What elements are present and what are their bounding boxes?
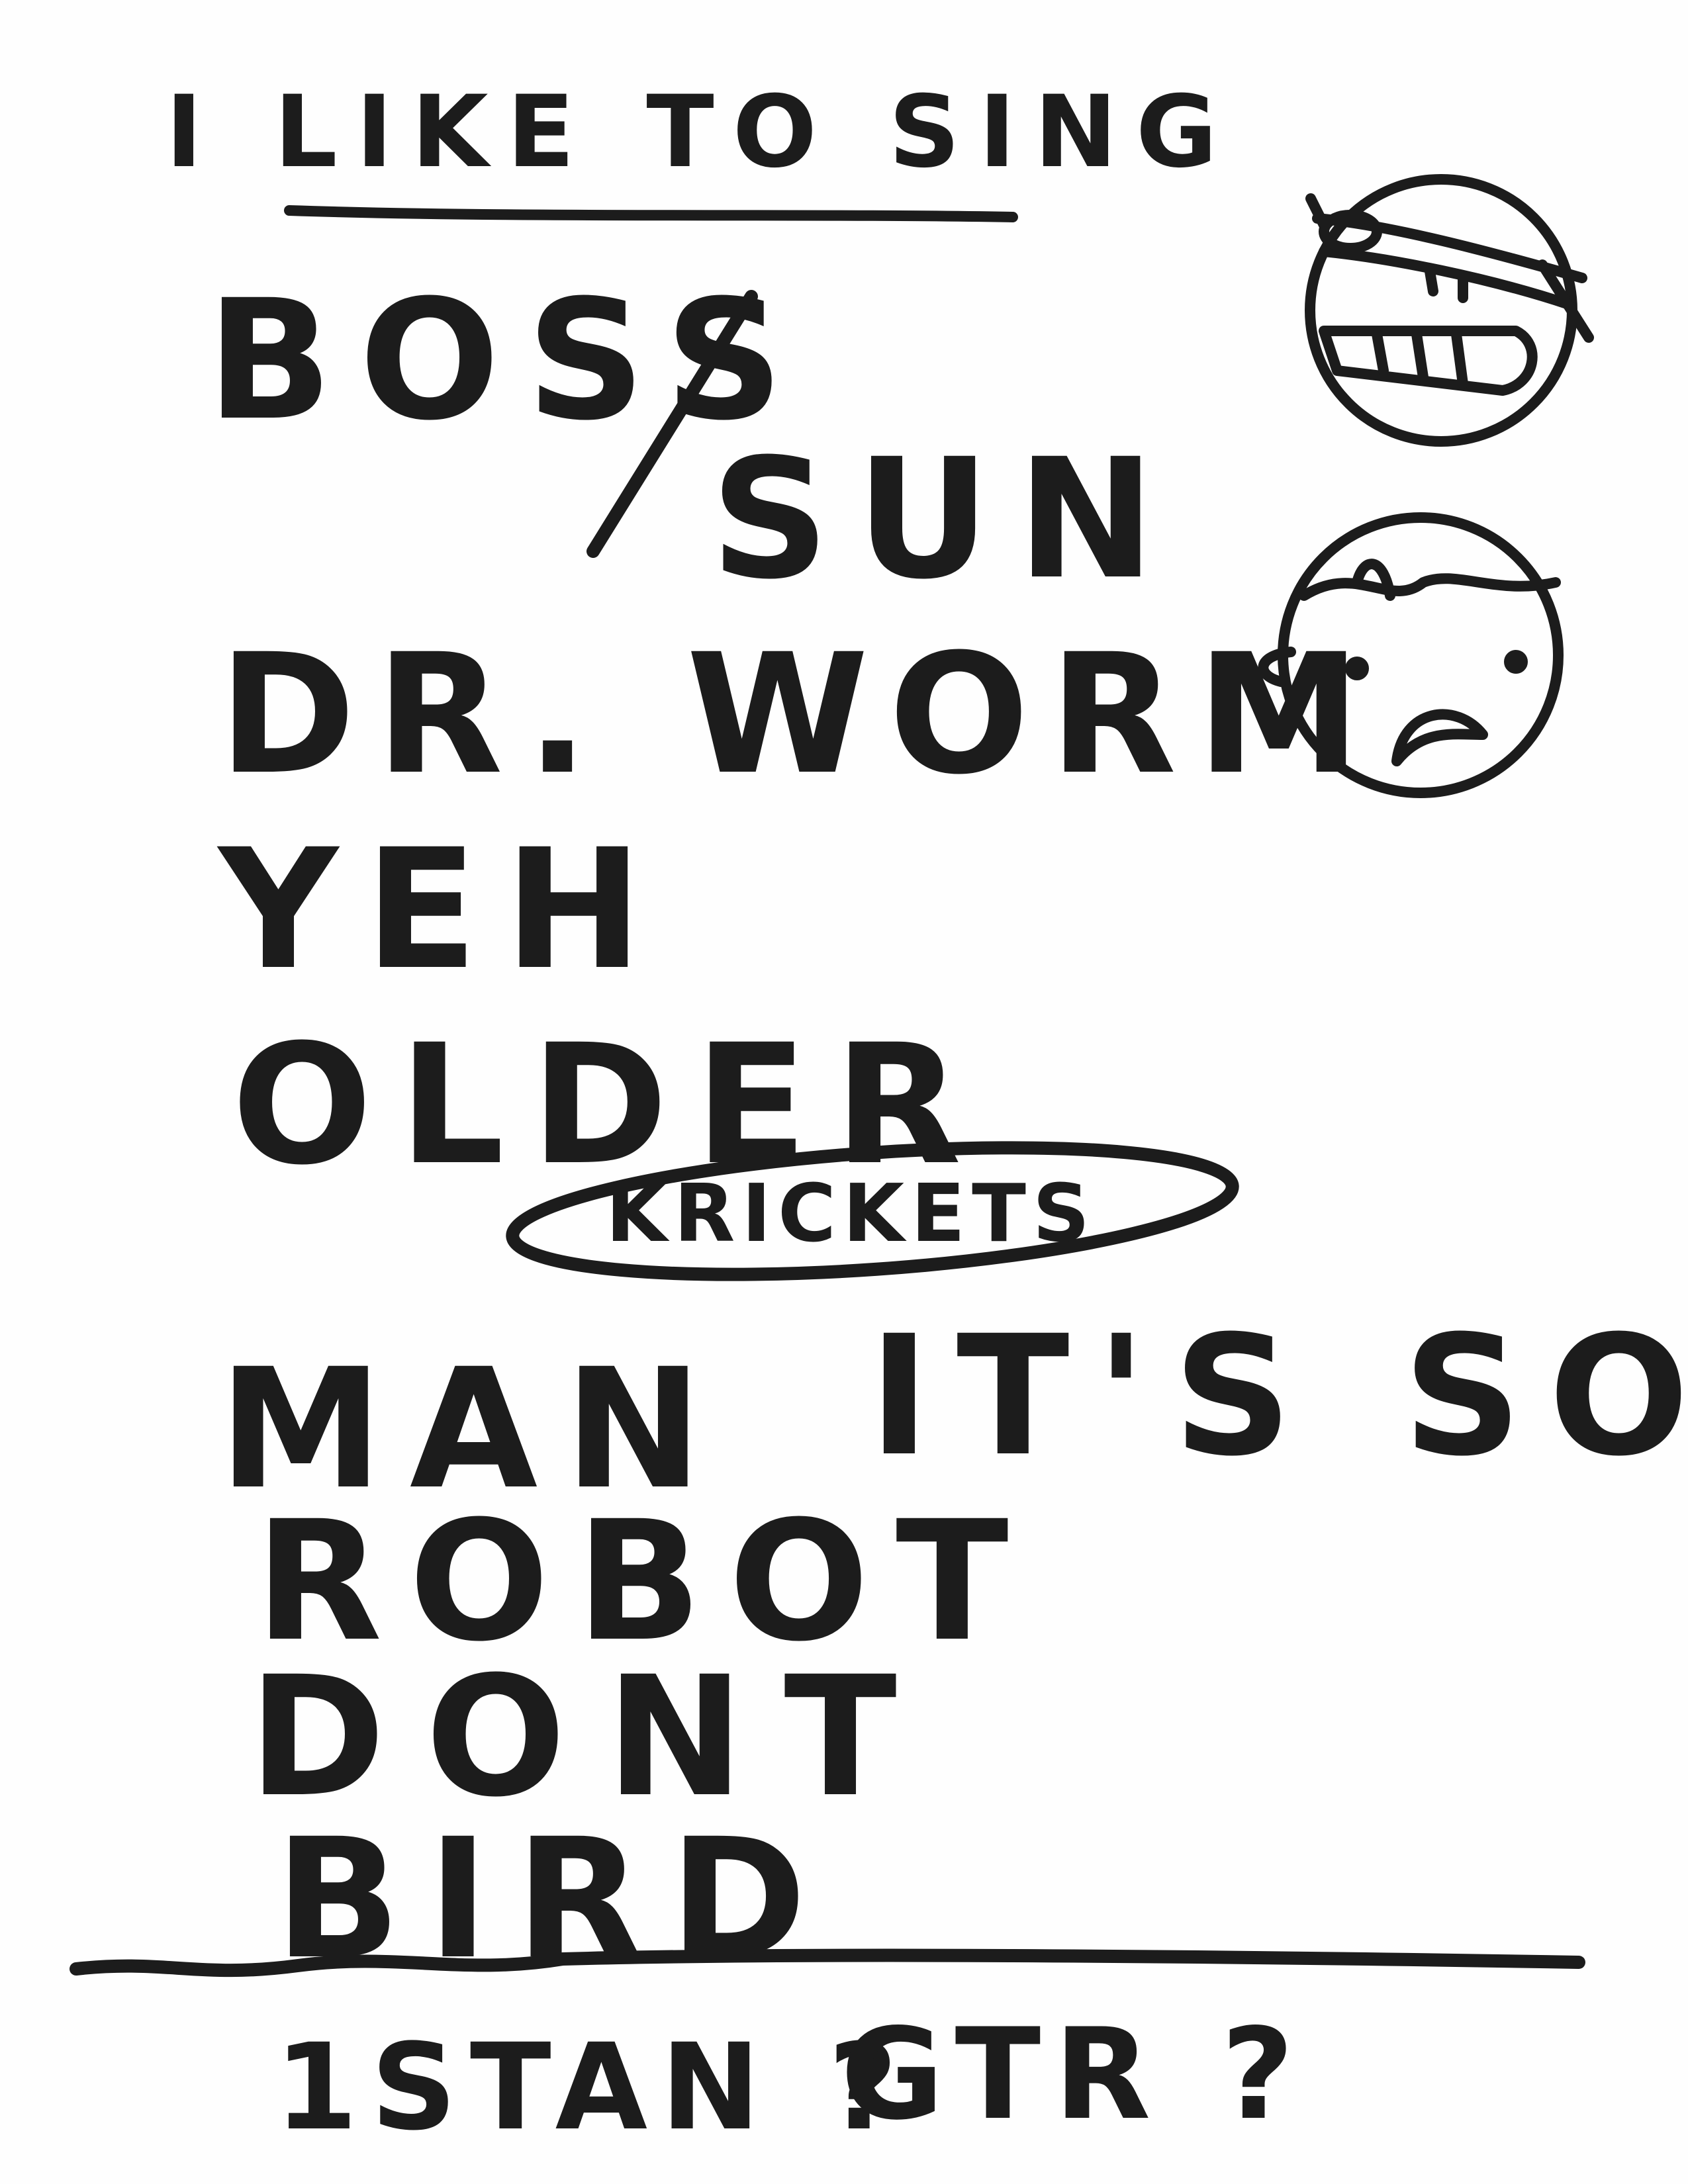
footer-note-gtr: GTR ? <box>841 2001 1307 2148</box>
song-yeh: YEH <box>218 813 670 1006</box>
divider-wavy-line <box>70 1948 1585 1978</box>
face-doodle-2 <box>1258 512 1564 798</box>
footer-note-1stan: 1STAN ? <box>275 2019 911 2157</box>
song-its-so: IT'S SO <box>868 1300 1688 1492</box>
setlist-header: I LIKE TO SING <box>165 75 1236 190</box>
boss-sun-slash <box>586 290 758 558</box>
song-older: OLDER <box>232 1009 988 1201</box>
song-krickets: KRICKETS <box>606 1168 1097 1260</box>
song-robot: ROBOT <box>255 1485 1035 1678</box>
face-doodle-1 <box>1305 174 1594 447</box>
song-dont: DONT <box>248 1641 937 1833</box>
song-dr-worm: DR. WORM <box>218 618 1382 811</box>
krickets-oval <box>506 1141 1239 1281</box>
header-underline <box>284 205 1018 222</box>
song-sun: SUN <box>710 423 1182 615</box>
song-bird: BIRD <box>275 1803 833 1995</box>
song-man: MAN <box>218 1333 729 1525</box>
song-boss: BOSS <box>207 264 810 457</box>
